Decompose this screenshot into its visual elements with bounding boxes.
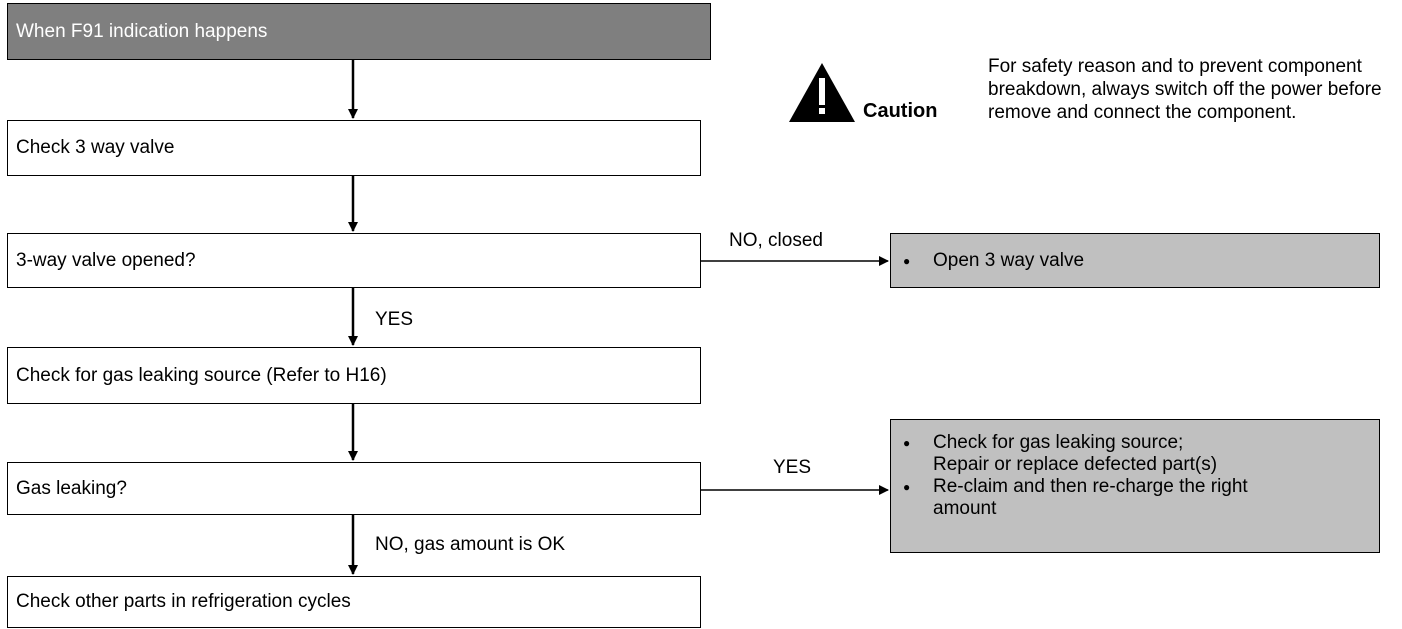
step-check-leak-text: Check for gas leaking source (Refer to H… bbox=[16, 364, 387, 386]
step-check-valve-text: Check 3 way valve bbox=[16, 137, 175, 158]
action-fix-leak: Check for gas leaking source; Repair or … bbox=[890, 419, 1380, 553]
action-item: Check for gas leaking source; Repair or … bbox=[891, 432, 1263, 476]
warning-icon bbox=[789, 63, 855, 122]
action-open-valve: Open 3 way valve bbox=[890, 233, 1380, 288]
step-start-text: When F91 indication happens bbox=[16, 20, 268, 42]
edge-label-valve-no: NO, closed bbox=[729, 230, 823, 251]
action-item: Open 3 way valve bbox=[891, 250, 1084, 272]
edge-label-leak-no: NO, gas amount is OK bbox=[375, 534, 566, 555]
step-check-other: Check other parts in refrigeration cycle… bbox=[7, 576, 701, 628]
caution-label: Caution bbox=[863, 100, 938, 122]
step-check-other-text: Check other parts in refrigeration cycle… bbox=[16, 591, 351, 612]
step-gas-leaking: Gas leaking? bbox=[7, 462, 701, 515]
step-gas-leaking-text: Gas leaking? bbox=[16, 477, 127, 499]
action-fix-leak-list: Check for gas leaking source; Repair or … bbox=[891, 432, 1263, 520]
step-valve-opened: 3-way valve opened? bbox=[7, 233, 701, 288]
step-start: When F91 indication happens bbox=[7, 3, 711, 60]
edge-label-leak-yes: YES bbox=[773, 457, 812, 478]
action-open-valve-list: Open 3 way valve bbox=[891, 250, 1084, 272]
step-check-leak: Check for gas leaking source (Refer to H… bbox=[7, 347, 701, 404]
caution-text: For safety reason and to prevent compone… bbox=[988, 56, 1382, 123]
step-check-valve: Check 3 way valve bbox=[7, 120, 701, 176]
step-valve-opened-text: 3-way valve opened? bbox=[16, 249, 196, 271]
action-item: Re-claim and then re-charge the right am… bbox=[891, 476, 1263, 520]
edge-label-valve-yes: YES bbox=[375, 309, 414, 330]
